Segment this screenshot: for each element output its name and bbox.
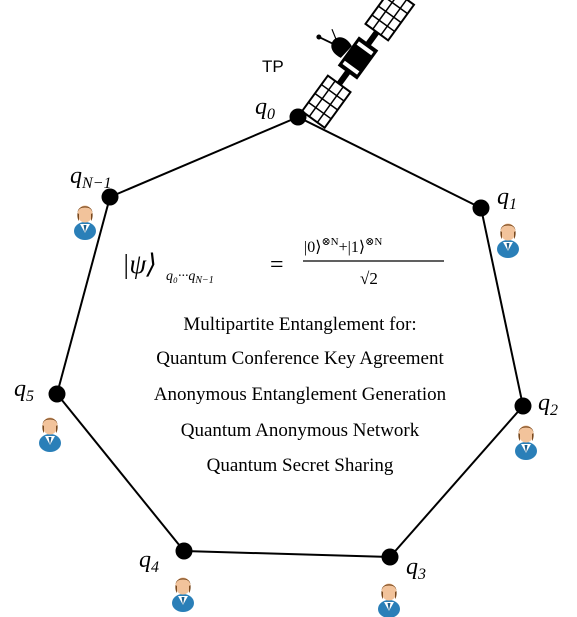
node-q5 [48, 385, 66, 403]
user-avatar-icon [39, 417, 61, 452]
node-label-q2: q2 [538, 390, 558, 419]
ghz-state-equation: |ψ⟩ q₀···qN−1 = |0⟩⊗N+|1⟩⊗N √2 [122, 236, 444, 288]
user-avatar-icon [378, 583, 400, 617]
node-label-qN-1: qN−1 [70, 163, 111, 192]
node-q3 [381, 548, 399, 566]
numerator: |0⟩⊗N+|1⟩⊗N [304, 236, 382, 256]
user-avatar-icon [172, 577, 194, 612]
user-avatar-icon [497, 223, 519, 258]
description-heading: Multipartite Entanglement for: [183, 314, 416, 335]
solar-panel-lower [300, 74, 352, 130]
user-avatar-icon [74, 205, 96, 240]
node-label-q0: q0 [255, 94, 275, 123]
description: Multipartite Entanglement for: Quantum C… [154, 314, 447, 476]
edge-q5-qN-1 [56, 196, 111, 395]
node-q4 [175, 542, 193, 560]
user-avatar-icon [515, 425, 537, 460]
ket-psi: |ψ⟩ [122, 249, 157, 279]
user-avatars [39, 205, 537, 617]
edge-q0-q1 [297, 116, 482, 209]
edge-q4-q5 [56, 393, 185, 552]
ket-subscript: q₀···qN−1 [166, 269, 214, 286]
description-item: Quantum Secret Sharing [207, 455, 394, 476]
node-label-q1: q1 [497, 184, 517, 213]
node-q1 [472, 199, 490, 217]
node-q0 [289, 108, 307, 126]
node-qN-1 [101, 188, 119, 206]
node-label-q3: q3 [406, 554, 426, 583]
edge-q1-q2 [480, 207, 524, 407]
edge-qN-1-q0 [109, 116, 299, 198]
node-q2 [514, 397, 532, 415]
edge-q3-q4 [183, 550, 391, 558]
description-item: Quantum Anonymous Network [181, 420, 420, 441]
edge-q2-q3 [389, 405, 524, 558]
satellite-icon [300, 0, 416, 130]
tp-label: TP [262, 57, 284, 76]
solar-panel-upper [364, 0, 416, 42]
equals-sign: = [270, 252, 284, 278]
node-label-q5: q5 [14, 376, 34, 405]
ring-edges [56, 116, 524, 558]
description-item: Quantum Conference Key Agreement [156, 348, 444, 369]
node-label-q4: q4 [139, 547, 159, 576]
description-item: Anonymous Entanglement Generation [154, 384, 447, 405]
denominator: √2 [360, 269, 378, 288]
nodes [48, 108, 532, 566]
